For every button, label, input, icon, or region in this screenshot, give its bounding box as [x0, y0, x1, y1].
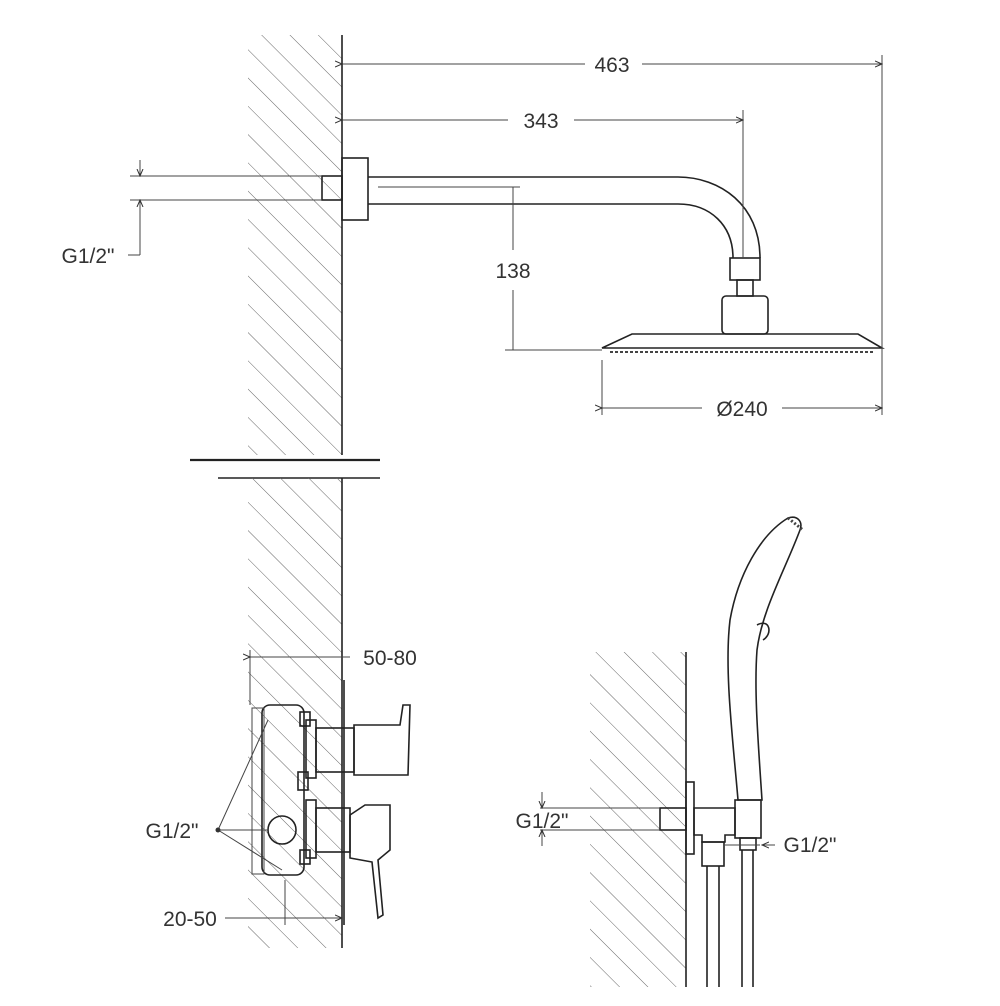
wall-outlet-nipple — [659, 807, 687, 831]
hose-connector — [701, 841, 725, 867]
dim-label-diameter: Ø240 — [716, 398, 767, 421]
wall-section-top — [190, 35, 380, 479]
dim-label-463: 463 — [594, 54, 629, 77]
diverter-handle — [353, 704, 411, 776]
wall-outlet-elbow — [693, 807, 736, 843]
arm-bend-outer — [677, 176, 761, 259]
dimension-138: 138 — [495, 187, 602, 351]
dimension-50-80: 50-80 — [250, 647, 417, 705]
head-connector — [721, 295, 769, 335]
dim-label-50-80: 50-80 — [363, 647, 417, 670]
dimension-hose-thread: G1/2" — [725, 834, 836, 857]
dim-label-hose-thread: G1/2" — [784, 834, 837, 857]
hand-shower-button — [756, 622, 770, 641]
concealed-mixer-body — [251, 680, 411, 925]
dim-label-mixer-thread: G1/2" — [146, 820, 199, 843]
hand-shower-body — [727, 516, 802, 801]
dimension-463: 463 — [342, 54, 882, 415]
wall-nipple — [321, 175, 343, 201]
wall-hatch-handshower — [590, 652, 686, 987]
ball-joint — [736, 279, 754, 297]
mixer-lever — [349, 804, 391, 920]
dim-label-inlet-thread: G1/2" — [62, 245, 115, 268]
wall-outlet-rosette — [685, 781, 695, 855]
dimension-diameter-240: Ø240 — [602, 360, 882, 421]
wall-flange — [341, 157, 369, 221]
dimension-20-50: 20-50 — [163, 880, 342, 931]
dim-label-wall-thread: G1/2" — [516, 810, 569, 833]
dim-label-20-50: 20-50 — [163, 908, 217, 931]
handshower-holder — [734, 799, 762, 839]
wall-hatch-top — [248, 35, 342, 455]
dimension-343: 343 — [342, 110, 743, 258]
dim-label-343: 343 — [523, 110, 558, 133]
dim-label-138: 138 — [495, 260, 530, 283]
swivel-nut — [729, 257, 761, 281]
hand-shower-nozzles — [787, 516, 804, 532]
dimension-inlet-thread: G1/2" — [62, 160, 322, 268]
wall-section-handshower — [590, 652, 687, 987]
rain-shower-head — [601, 333, 885, 349]
shower-arm-assembly — [321, 157, 885, 353]
dimension-mixer-thread: G1/2" — [146, 719, 283, 871]
arm-bend-inner — [677, 203, 734, 259]
dimension-wall-thread: G1/2" — [516, 792, 660, 846]
hand-shower-assembly — [659, 516, 804, 987]
